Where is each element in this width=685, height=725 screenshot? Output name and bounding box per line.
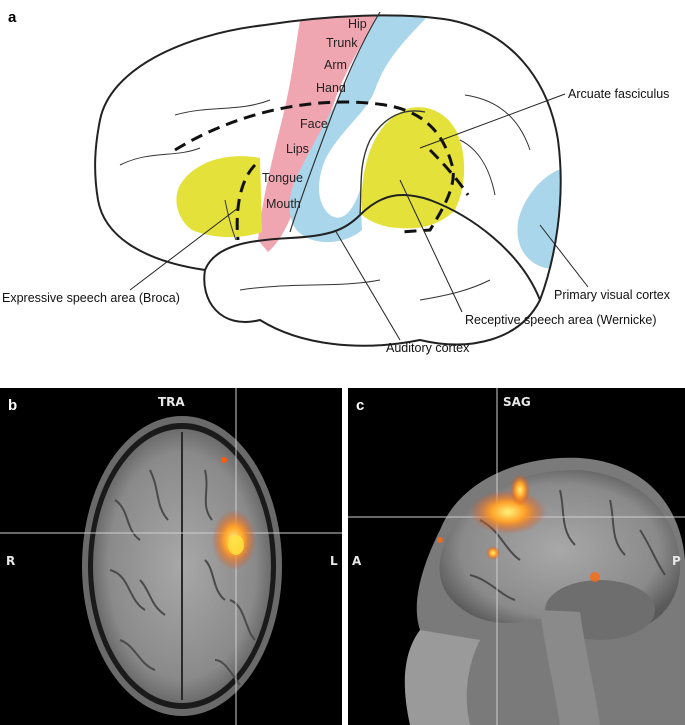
arcuate-fasciculus-path: [174, 100, 455, 234]
mri-tra-activation-spot: [221, 457, 227, 463]
mri-sag-activation-spot-front: [437, 537, 443, 543]
panel-letter-c: c: [356, 397, 364, 414]
mri-tra-view-label: TRA: [158, 395, 185, 409]
label-primary-visual-cortex: Primary visual cortex: [554, 288, 671, 302]
callout-lines: [129, 93, 589, 341]
homunculus-labels: Hip Trunk Arm Hand Face Lips Tongue Mout…: [262, 17, 367, 211]
central-sulcus: [289, 11, 381, 233]
brain-outline: [94, 14, 562, 347]
mri-tra-left-label: L: [330, 554, 338, 568]
arcuate-fasciculus-tail: [428, 148, 470, 196]
mri-sag-activation-spot: [590, 572, 600, 582]
mri-sag-view-label: SAG: [503, 395, 531, 409]
mri-sag-activation: [470, 490, 546, 534]
label-auditory-cortex: Auditory cortex: [386, 341, 470, 355]
homunculus-face: Face: [300, 117, 328, 131]
label-wernicke: Receptive speech area (Wernicke): [465, 313, 657, 327]
arcuate-fasciculus-branch: [235, 163, 257, 241]
sylvian-fissure: [359, 110, 426, 216]
homunculus-lips: Lips: [286, 142, 309, 156]
panel-letter-a: a: [8, 9, 17, 26]
panel-a: a: [2, 9, 671, 355]
homunculus-trunk: Trunk: [326, 36, 358, 50]
sensory-cortex-region: [289, 15, 430, 243]
mri-tra-right-label: R: [6, 554, 15, 568]
homunculus-hip: Hip: [348, 17, 367, 31]
panel-b: b TRA R L: [0, 388, 342, 725]
mri-sag-activation-lower: [486, 546, 500, 560]
mri-tra-activation-core: [228, 535, 244, 555]
panel-letter-b: b: [8, 397, 17, 414]
homunculus-tongue: Tongue: [262, 171, 303, 185]
mri-tra-sulci: [109, 469, 256, 686]
mri-sag-posterior-label: P: [672, 554, 681, 568]
mri-sag-anterior-label: A: [352, 554, 362, 568]
mri-sag-brainstem: [540, 610, 600, 725]
mri-sag-face: [404, 630, 480, 725]
homunculus-hand: Hand: [316, 81, 346, 95]
motor-cortex-region: [258, 15, 380, 252]
visual-cortex-region: [517, 170, 561, 270]
mri-sag-activation-upper: [510, 474, 530, 506]
homunculus-mouth: Mouth: [266, 197, 301, 211]
broca-area-region: [176, 156, 262, 238]
label-broca: Expressive speech area (Broca): [2, 291, 180, 305]
homunculus-arm: Arm: [324, 58, 347, 72]
wernicke-area-region: [362, 107, 465, 229]
panel-c: c SAG A P: [348, 388, 685, 725]
gyri-lines: [119, 94, 531, 301]
label-arcuate-fasciculus: Arcuate fasciculus: [568, 87, 669, 101]
